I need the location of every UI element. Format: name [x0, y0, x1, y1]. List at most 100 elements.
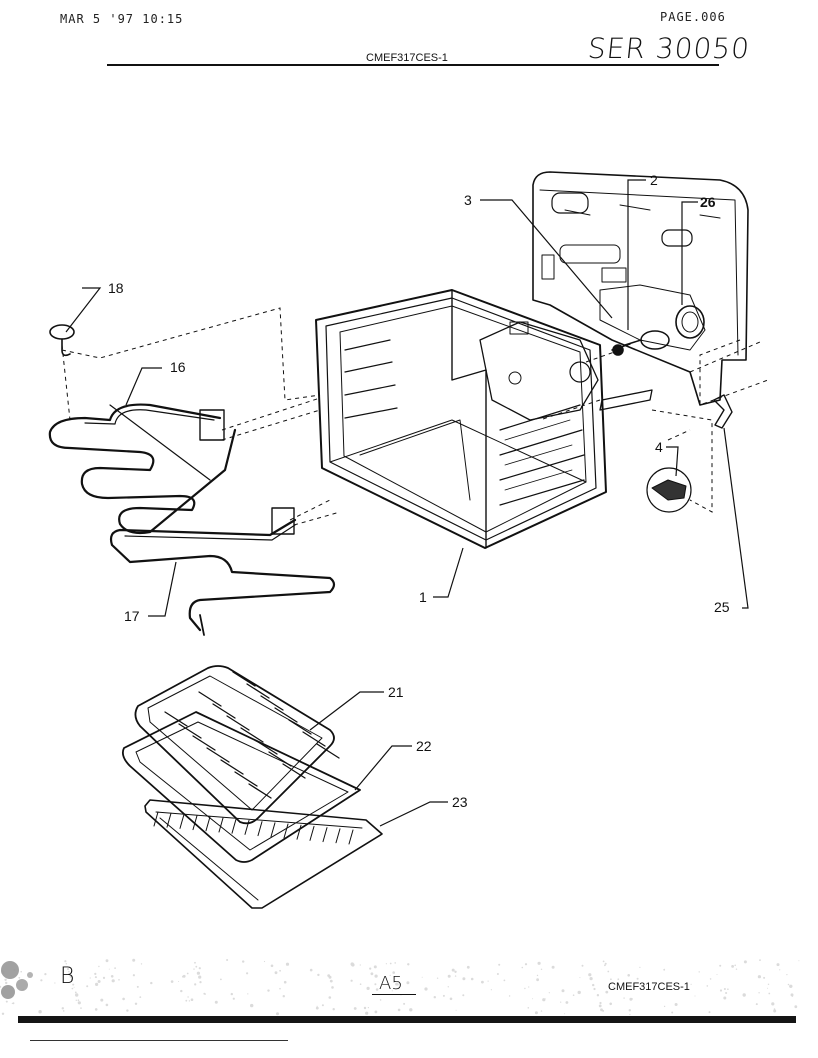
- noise-speck: [773, 1008, 776, 1010]
- noise-speck: [12, 1002, 15, 1005]
- noise-speck: [639, 966, 641, 968]
- callout-22: 22: [416, 738, 432, 754]
- noise-speck: [365, 1011, 369, 1015]
- thermostat-clip: [646, 467, 692, 513]
- noise-speck: [540, 968, 543, 970]
- noise-speck: [317, 973, 320, 977]
- noise-speck: [755, 1003, 758, 1006]
- noise-speck: [40, 979, 43, 982]
- noise-speck: [600, 1008, 603, 1012]
- noise-speck: [481, 980, 484, 984]
- noise-speck: [203, 992, 206, 995]
- noise-speck: [407, 963, 410, 966]
- model-number-footer: CMEF317CES-1: [608, 981, 690, 993]
- noise-speck: [108, 968, 110, 970]
- rack-bar: [205, 816, 211, 832]
- noise-speck: [250, 1003, 254, 1008]
- noise-speck: [188, 1000, 191, 1002]
- noise-speck: [199, 981, 202, 984]
- callout-18: 18: [108, 280, 124, 296]
- noise-speck: [727, 988, 729, 990]
- noise-speck: [242, 960, 245, 963]
- noise-speck: [328, 996, 332, 999]
- noise-speck: [734, 964, 736, 967]
- noise-speck: [247, 993, 249, 995]
- noise-speck: [367, 1007, 369, 1009]
- noise-speck: [663, 968, 665, 970]
- noise-speck: [282, 995, 285, 998]
- noise-speck: [170, 980, 174, 983]
- noise-speck: [544, 998, 546, 1000]
- noise-speck: [182, 975, 184, 978]
- noise-speck: [20, 970, 23, 973]
- noise-speck: [110, 975, 114, 978]
- hook: [49, 324, 75, 357]
- noise-speck: [786, 974, 788, 976]
- noise-speck: [487, 980, 489, 982]
- noise-speck: [433, 996, 436, 999]
- callout-16: 16: [170, 359, 186, 375]
- rack-bar: [244, 819, 250, 835]
- part-callouts: 3 2 26 18 16 17 1 4 25 21 22 23: [108, 172, 730, 810]
- noise-speck: [773, 1009, 777, 1013]
- noise-speck: [609, 1002, 612, 1006]
- noise-speck: [694, 995, 696, 997]
- noise-speck: [396, 983, 399, 986]
- noise-speck: [375, 988, 379, 991]
- noise-speck: [232, 997, 235, 1000]
- noise-speck: [276, 1012, 279, 1016]
- noise-speck: [791, 995, 794, 997]
- noise-speck: [508, 995, 511, 997]
- callout-17: 17: [124, 608, 140, 624]
- noise-speck: [97, 980, 101, 983]
- noise-speck: [75, 999, 78, 1001]
- noise-speck: [13, 969, 16, 971]
- callout-4: 4: [655, 439, 663, 455]
- noise-speck: [178, 981, 180, 982]
- noise-speck: [194, 983, 197, 986]
- noise-speck: [98, 965, 100, 968]
- noise-speck: [588, 973, 592, 977]
- noise-speck: [230, 992, 233, 996]
- noise-speck: [186, 972, 189, 975]
- noise-speck: [564, 1013, 566, 1015]
- scan-noise: [0, 958, 800, 1016]
- noise-speck: [374, 974, 378, 978]
- noise-speck: [94, 1008, 98, 1011]
- noise-speck: [89, 977, 91, 979]
- noise-speck: [315, 1006, 319, 1010]
- noise-speck: [540, 1010, 543, 1012]
- noise-speck: [602, 960, 605, 963]
- noise-speck: [455, 1009, 457, 1011]
- noise-speck: [690, 983, 692, 985]
- noise-speck: [75, 993, 79, 997]
- rack-bar: [153, 811, 159, 827]
- noise-speck: [329, 979, 333, 983]
- noise-speck: [406, 981, 410, 985]
- noise-speck: [111, 979, 115, 983]
- noise-speck: [61, 1007, 64, 1010]
- rack-bar: [192, 815, 198, 831]
- noise-speck: [462, 994, 465, 997]
- rack-bar: [270, 822, 276, 838]
- noise-speck: [787, 983, 790, 986]
- slot: [282, 763, 306, 779]
- noise-speck: [1, 970, 4, 973]
- noise-speck: [528, 986, 530, 988]
- noise-speck: [44, 973, 47, 976]
- noise-speck: [551, 965, 555, 969]
- noise-speck: [204, 993, 206, 995]
- rear-panel: [532, 171, 749, 406]
- noise-speck: [589, 977, 593, 981]
- noise-speck: [283, 980, 287, 984]
- noise-speck: [534, 1011, 538, 1015]
- callout-2: 2: [650, 172, 658, 188]
- noise-speck: [187, 996, 189, 998]
- noise-speck: [366, 986, 370, 990]
- noise-speck: [69, 975, 72, 978]
- noise-speck: [226, 959, 229, 961]
- rack-bar: [296, 824, 302, 840]
- noise-speck: [524, 963, 528, 966]
- noise-speck: [122, 997, 125, 1001]
- noise-speck: [190, 998, 194, 1001]
